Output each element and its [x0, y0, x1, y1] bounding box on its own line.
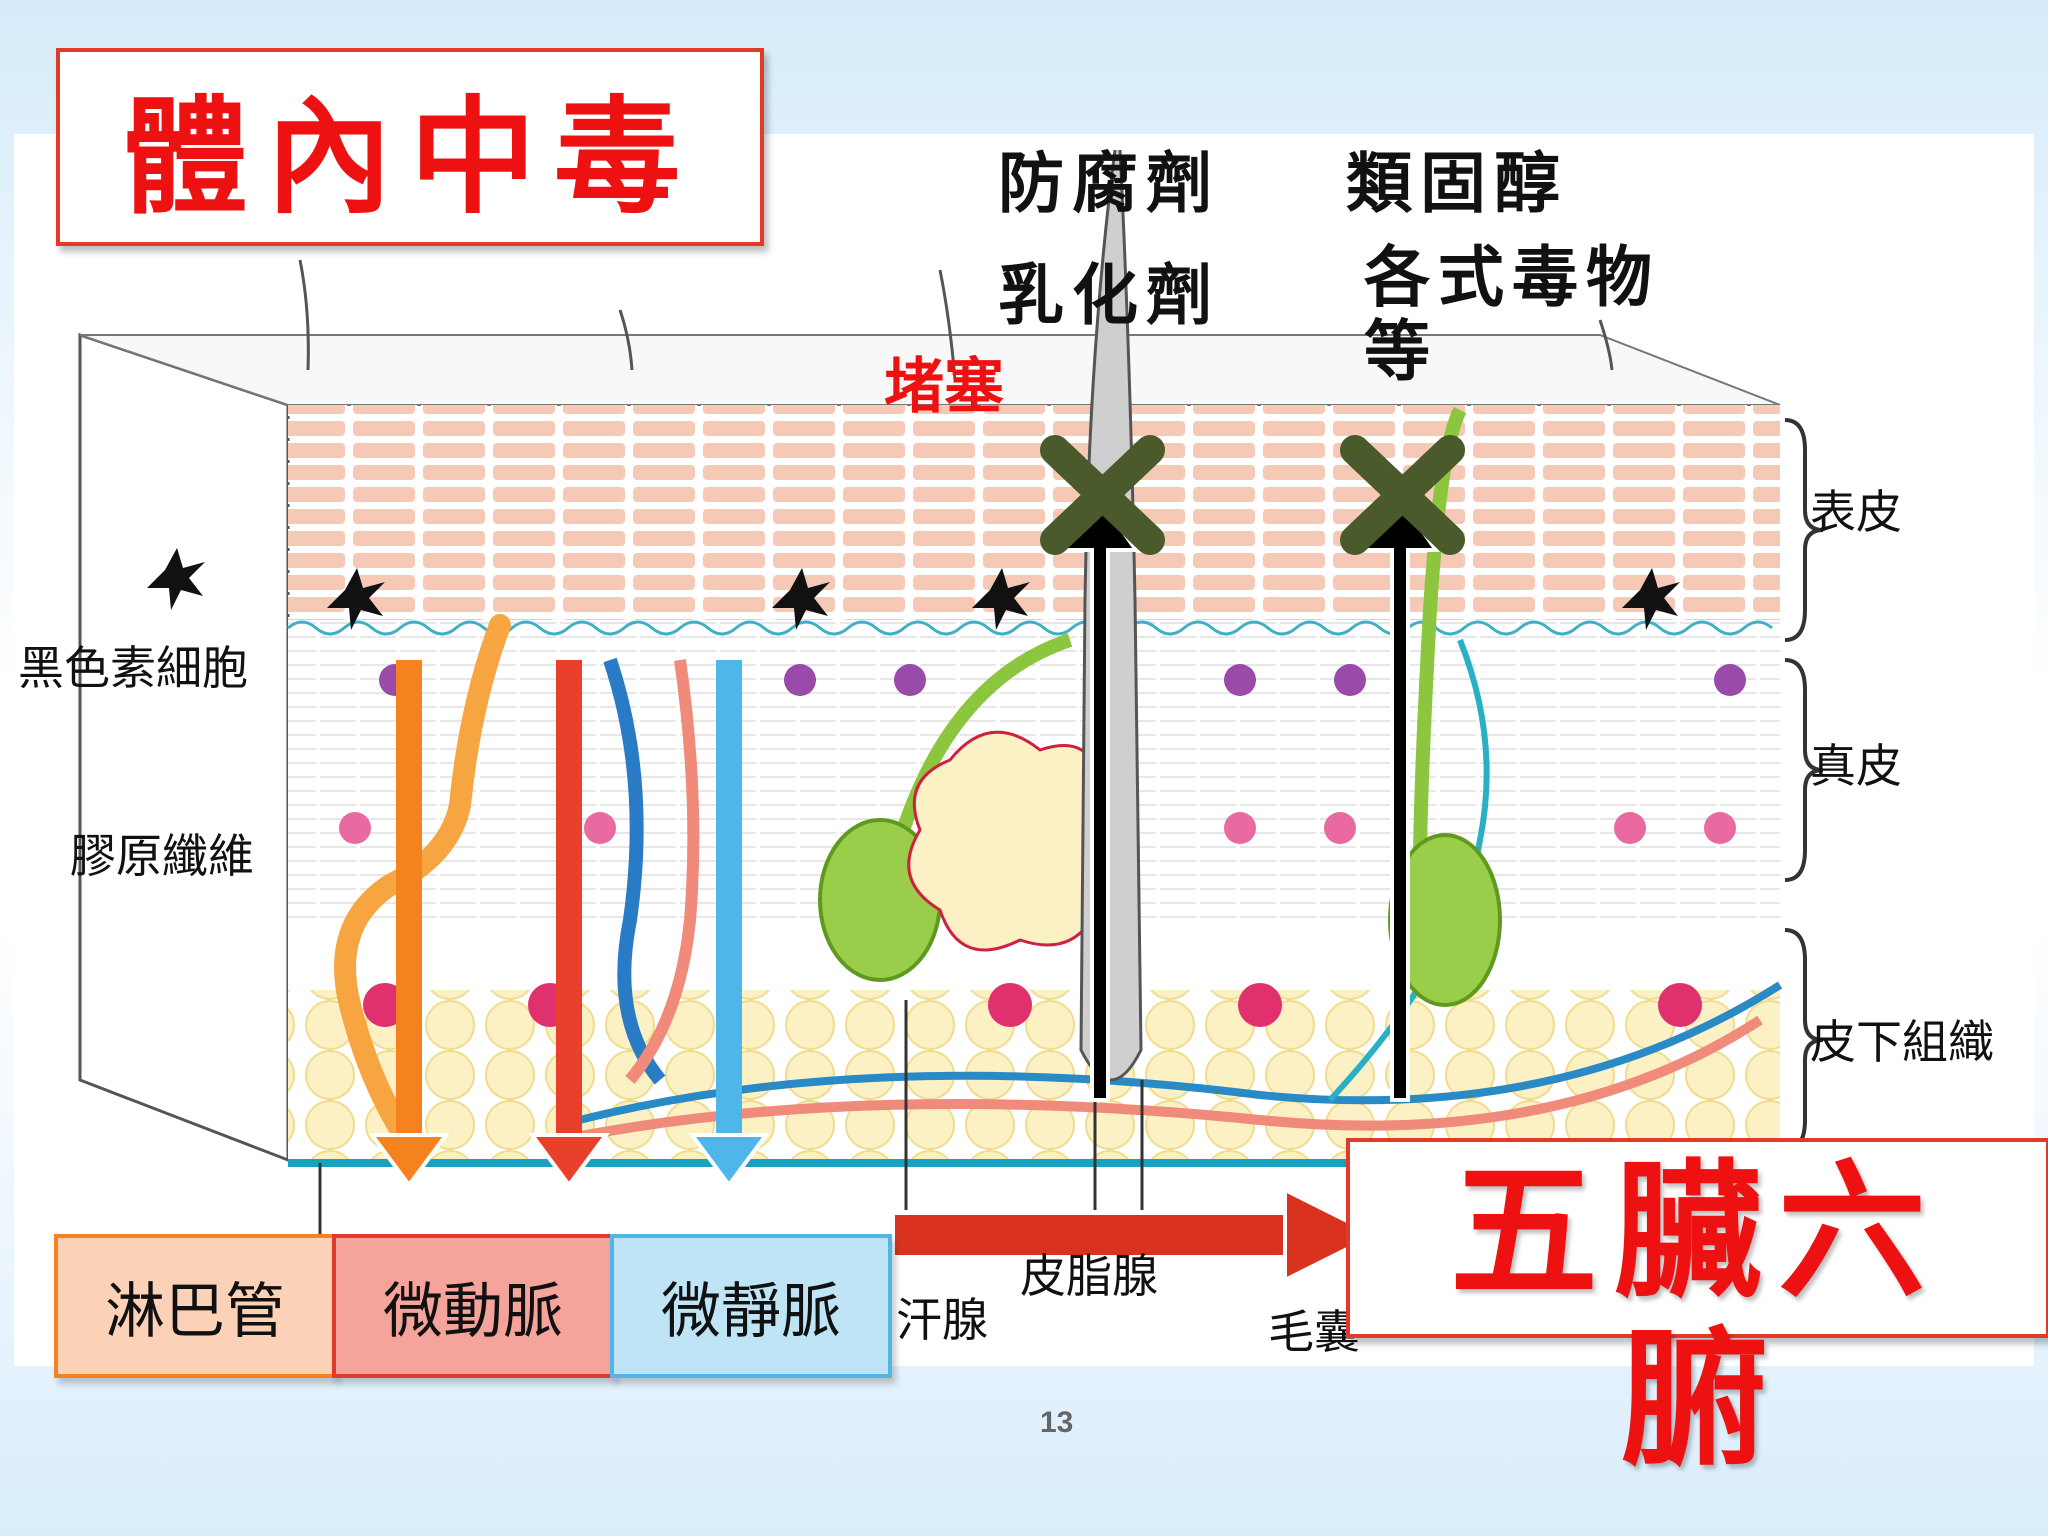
dermis-label: 真皮 [1810, 739, 1902, 793]
toxin-preservative: 防腐劑 [998, 145, 1220, 222]
organs-label-line1: 五臟六 [1450, 1146, 1942, 1318]
x-mark-icon [1040, 435, 1165, 555]
lymph-vessel-label: 淋巴管 [105, 1276, 285, 1347]
arteriole-box: 微動脈 [332, 1234, 614, 1378]
vein-drawing [603, 657, 666, 1085]
sweat-gland-label: 汗腺 [896, 1293, 988, 1347]
organs-label-line2: 腑 [1620, 1314, 1784, 1486]
toxin-various: 各式毒物 [1364, 239, 1660, 316]
epidermis-label: 表皮 [1810, 485, 1902, 539]
subcutaneous-label: 皮下組織 [1810, 1015, 1994, 1069]
toxin-steroid: 類固醇 [1346, 145, 1568, 222]
blockage-label: 堵塞 [884, 352, 1004, 422]
lymph-vessel-box: 淋巴管 [54, 1234, 336, 1378]
title-box: 體內中毒 [56, 48, 764, 246]
toxin-emulsifier: 乳化劑 [998, 257, 1220, 334]
hair-follicle-label: 毛囊 [1268, 1305, 1360, 1359]
melanocyte-label: 黑色素細胞 [18, 641, 248, 695]
sebaceous-gland-drawing [907, 730, 1122, 952]
collagen-label: 膠原纖維 [70, 829, 254, 883]
melanocyte-icon [147, 548, 1680, 630]
toxin-various-etc: 等 [1364, 313, 1438, 390]
epidermis-layer [288, 405, 1780, 620]
arteriole-label: 微動脈 [383, 1276, 563, 1347]
venule-box: 微靜脈 [610, 1234, 892, 1378]
page-number: 13 [1040, 1406, 1074, 1439]
down-arrow-icon [688, 660, 770, 1189]
lymph-vessel-drawing [334, 614, 511, 1156]
right-arrow-icon [895, 1186, 1380, 1284]
organs-box [1346, 1138, 2048, 1338]
artery-drawing [625, 659, 700, 1084]
sebaceous-gland-label: 皮脂腺 [1020, 1249, 1158, 1303]
page-title: 體內中毒 [122, 84, 698, 231]
x-mark-icon [1340, 435, 1465, 555]
venule-label: 微靜脈 [661, 1276, 841, 1347]
dermis-cells [339, 664, 1746, 1027]
down-arrow-icon [368, 660, 450, 1189]
organs-label: 五臟六 腑 [1450, 1148, 1970, 1484]
down-arrow-icon [528, 660, 610, 1189]
skin-block-side [78, 332, 290, 1163]
